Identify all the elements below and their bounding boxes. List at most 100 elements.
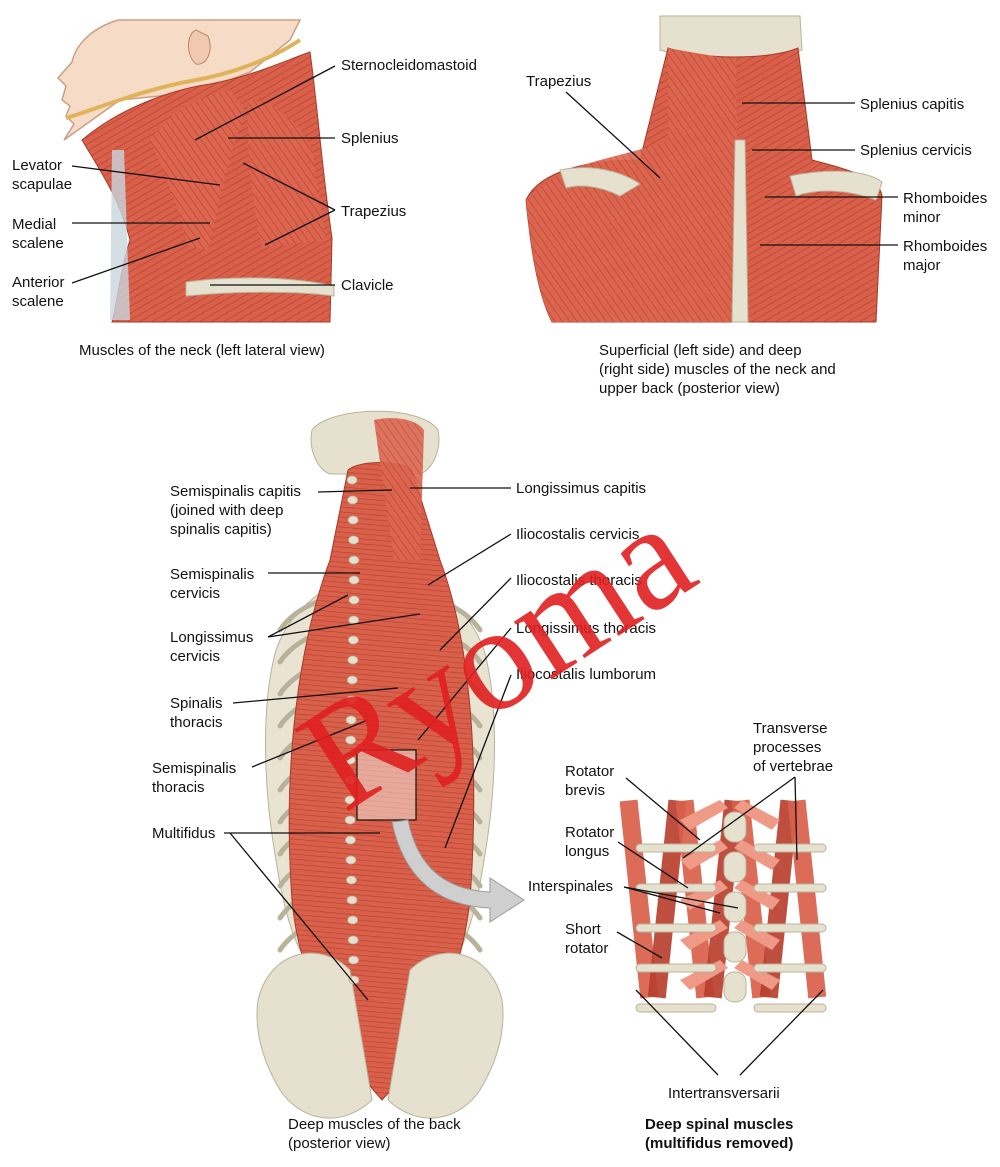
- leader-intertransversarii-2: [739, 989, 824, 1076]
- transverse-process-right: [753, 1003, 827, 1013]
- vertebra-process: [346, 475, 358, 485]
- sternocleidomastoid-muscle: [150, 90, 246, 250]
- leader-anterior-scalene: [71, 237, 201, 284]
- ear-shape: [188, 29, 211, 65]
- vertebra-process: [347, 935, 359, 945]
- caption-deep-spinal: Deep spinal muscles (multifidus removed): [645, 1116, 794, 1152]
- leader-semispinalis-capitis: [317, 489, 393, 493]
- vertebra-process: [348, 955, 359, 965]
- scapula-right: [789, 170, 883, 201]
- leader-levator-scapulae: [71, 165, 221, 186]
- spinous-process: [723, 811, 747, 843]
- label-longissimus-cervicis: Longissimus cervicis: [170, 629, 254, 665]
- label-intertransversarii: Intertransversarii: [668, 1085, 780, 1102]
- leader-longissimus-cervicis-2: [267, 613, 421, 638]
- label-rhomboides-minor: Rhomboides minor: [903, 190, 988, 226]
- label-interspinales: Interspinales: [528, 878, 614, 895]
- neck-lateral-illustration: [56, 19, 335, 323]
- vertebra-process: [348, 575, 360, 585]
- transverse-process-left: [635, 843, 717, 853]
- rotator-band-right: [734, 800, 780, 830]
- longissimus-capitis-strip: [374, 418, 424, 560]
- label-splenius-cervicis: Splenius cervicis: [860, 142, 972, 159]
- scapula-left: [559, 167, 641, 197]
- label-spinalis-thoracis: Spinalis thoracis: [170, 695, 223, 731]
- label-trapezius-back: Trapezius: [526, 73, 592, 90]
- rotator-band-right: [734, 880, 780, 910]
- jaw-line: [65, 38, 302, 120]
- transverse-process-right: [753, 843, 827, 853]
- leader-lines: [71, 65, 898, 1076]
- leader-intertransversarii-1: [635, 989, 719, 1076]
- vertebra-process: [347, 515, 359, 525]
- transverse-process-left: [635, 883, 717, 893]
- transverse-process-right: [753, 883, 827, 893]
- label-iliocostalis-lumborum: Iliocostalis lumborum: [516, 666, 657, 683]
- upper-back-illustration: [525, 15, 883, 323]
- rotator-band-right: [734, 920, 780, 950]
- vertebra-process: [345, 855, 357, 865]
- label-rotator-longus: Rotator longus: [565, 824, 615, 860]
- label-semispinalis-thoracis: Semispinalis thoracis: [152, 760, 237, 796]
- vertebra-process: [348, 615, 360, 625]
- vertebra-process: [347, 915, 359, 925]
- vertebra-process: [348, 975, 360, 985]
- leader-multifidus-2: [229, 832, 369, 1001]
- spinous-process: [723, 971, 747, 1003]
- label-anterior-scalene: Anterior scalene: [12, 274, 65, 310]
- label-splenius: Splenius: [341, 130, 399, 147]
- rotator-band-right: [734, 960, 780, 990]
- vertebra-process: [344, 775, 356, 785]
- vertebral-column: [344, 475, 360, 985]
- rotator-band-left: [680, 800, 728, 830]
- leader-trapezius-lower: [264, 209, 336, 246]
- trachea-shape: [110, 150, 130, 320]
- vertebra-process: [345, 715, 357, 725]
- trapezius-neck-muscle: [247, 100, 326, 248]
- label-transverse-processes: Transverse processes of vertebrae: [753, 720, 834, 775]
- leader-rotator-brevis: [625, 777, 701, 841]
- rotator-band-right: [734, 840, 780, 870]
- muscle-band: [703, 799, 743, 999]
- label-trapezius-neck: Trapezius: [341, 203, 407, 220]
- deep-spinal-illustration: [619, 799, 827, 1013]
- label-splenius-capitis: Splenius capitis: [860, 96, 965, 113]
- label-sternocleidomastoid: Sternocleidomastoid: [341, 57, 477, 74]
- vertebra-process: [347, 495, 358, 505]
- vertebra-process: [346, 695, 358, 705]
- leader-trapezius-upper: [242, 162, 336, 211]
- spinal-vertebrae: [635, 811, 827, 1013]
- leader-iliocostalis-cervicis: [427, 533, 512, 586]
- detail-highlight-box: [356, 749, 417, 821]
- vertebra-process: [344, 795, 356, 805]
- transverse-process-left: [635, 923, 717, 933]
- leader-iliocostalis-lumborum: [444, 674, 512, 849]
- label-longissimus-thoracis: Longissimus thoracis: [516, 620, 657, 637]
- caption-neck-lateral: Muscles of the neck (left lateral view): [79, 342, 325, 359]
- leader-iliocostalis-thoracis: [439, 577, 512, 651]
- spinous-process: [723, 931, 747, 963]
- caption-upper-back: Superficial (left side) and deep (right …: [599, 342, 836, 397]
- vertebra-process: [344, 815, 356, 825]
- transverse-process-right: [753, 963, 827, 973]
- label-semispinalis-capitis: Semispinalis capitis (joined with deep s…: [170, 483, 301, 538]
- leader-trapezius-back: [565, 91, 661, 179]
- spine-upper: [731, 139, 749, 323]
- vertebra-process: [348, 595, 360, 605]
- label-short-rotator: Short rotator: [565, 921, 609, 957]
- detail-arrow: [391, 819, 525, 923]
- label-medial-scalene: Medial scalene: [12, 216, 64, 252]
- leader-sternocleidomastoid: [194, 65, 336, 141]
- transverse-process-left: [635, 1003, 717, 1013]
- transverse-process-left: [635, 963, 717, 973]
- vertebra-process: [347, 655, 359, 665]
- label-semispinalis-cervicis: Semispinalis cervicis: [170, 566, 255, 602]
- transverse-process-right: [753, 923, 827, 933]
- vertebra-process: [345, 835, 356, 845]
- leader-longissimus-cervicis-1: [267, 594, 349, 638]
- vertebra-process: [346, 875, 357, 885]
- leader-rotator-longus: [617, 841, 689, 889]
- vertebra-process: [347, 635, 359, 645]
